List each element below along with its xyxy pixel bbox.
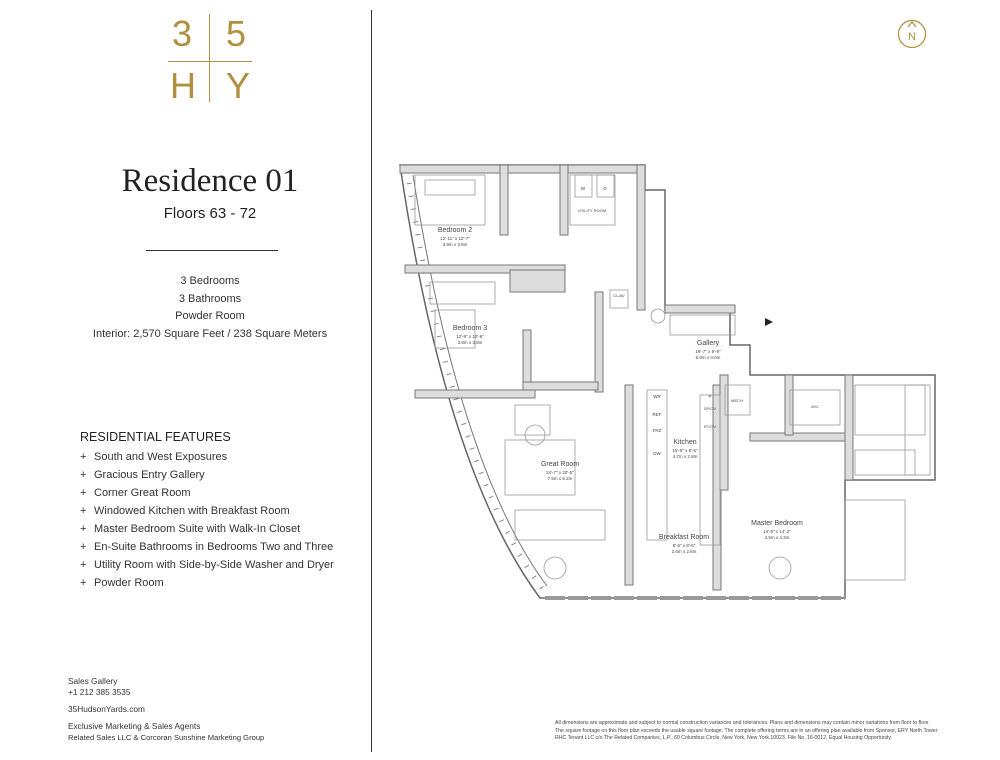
residence-title: Residence 01 bbox=[121, 163, 299, 199]
svg-text:RT/OV: RT/OV bbox=[704, 424, 716, 429]
feature-item: +En-Suite Bathrooms in Bedrooms Two and … bbox=[80, 541, 334, 553]
spec-bathrooms: 3 Bathrooms bbox=[178, 292, 242, 305]
svg-text:DW: DW bbox=[653, 451, 661, 456]
room-label-breakfast-room: Breakfast Room bbox=[659, 534, 709, 541]
legal-disclaimer: All dimensions are approximate and subje… bbox=[555, 720, 938, 741]
svg-text:WR: WR bbox=[653, 394, 661, 399]
svg-text:2.6m x 2.6m: 2.6m x 2.6m bbox=[672, 549, 697, 554]
title-rule bbox=[146, 250, 278, 251]
svg-text:8'-6" x 8'-6": 8'-6" x 8'-6" bbox=[673, 543, 696, 548]
svg-text:6.0m x 3.0m: 6.0m x 3.0m bbox=[696, 355, 721, 360]
svg-text:REF: REF bbox=[653, 412, 662, 417]
room-label-bedroom-3: Bedroom 3 bbox=[453, 325, 487, 332]
room-label-gallery: Gallery bbox=[697, 340, 720, 347]
feature-item: +Powder Room bbox=[80, 577, 164, 589]
phone-number[interactable]: +1 212 385 3535 bbox=[68, 687, 131, 697]
feature-item: +Master Bedroom Suite with Walk-In Close… bbox=[80, 523, 301, 535]
svg-text:CL/AV: CL/AV bbox=[613, 293, 625, 298]
svg-text:UTILITY ROOM: UTILITY ROOM bbox=[578, 208, 606, 213]
svg-text:FRZ: FRZ bbox=[653, 428, 662, 433]
svg-text:SP/OV: SP/OV bbox=[704, 406, 717, 411]
svg-text:D: D bbox=[603, 186, 607, 191]
spec-powder-room: Powder Room bbox=[175, 310, 245, 322]
svg-text:4.7m x 2.8m: 4.7m x 2.8m bbox=[673, 454, 698, 459]
spec-interior-area: Interior: 2,570 Square Feet / 238 Square… bbox=[92, 327, 328, 340]
feature-item: +Gracious Entry Gallery bbox=[80, 469, 205, 481]
features-heading: RESIDENTIAL FEATURES bbox=[80, 430, 231, 444]
svg-text:7.5m x 6.2m: 7.5m x 6.2m bbox=[548, 476, 573, 481]
svg-text:14'-8" x 14'-2": 14'-8" x 14'-2" bbox=[763, 529, 791, 534]
room-label-great-room: Great Room bbox=[541, 461, 579, 468]
svg-text:19'-7" x 9'-9": 19'-7" x 9'-9" bbox=[695, 349, 721, 354]
sales-gallery-label: Sales Gallery bbox=[68, 676, 118, 686]
website-link[interactable]: 35HudsonYards.com bbox=[68, 704, 145, 714]
room-label-kitchen: Kitchen bbox=[673, 439, 696, 446]
unit-specs: 3 Bedrooms 3 Bathrooms Powder Room Inter… bbox=[60, 273, 360, 343]
svg-text:12'-8" x 12'-6": 12'-8" x 12'-6" bbox=[456, 334, 484, 339]
floor-plan: Bedroom 2 12'-11" x 12'-7" 3.9m x 3.8m B… bbox=[399, 164, 936, 600]
room-label-bedroom-2: Bedroom 2 bbox=[438, 227, 472, 234]
svg-text:W: W bbox=[581, 186, 586, 191]
feature-item: +South and West Exposures bbox=[80, 451, 228, 463]
spec-bedrooms: 3 Bedrooms bbox=[180, 275, 240, 287]
svg-text:MECH: MECH bbox=[731, 398, 743, 403]
svg-text:3.9m x 3.8m: 3.9m x 3.8m bbox=[443, 242, 468, 247]
north-arrow-icon: N bbox=[897, 19, 927, 49]
agents-label: Exclusive Marketing & Sales Agents bbox=[68, 721, 201, 731]
logo-35hy: 3 5 H Y bbox=[168, 13, 252, 106]
feature-item: +Corner Great Room bbox=[80, 487, 191, 499]
svg-text:24'-7" x 20'-5": 24'-7" x 20'-5" bbox=[546, 470, 574, 475]
agents-names: Related Sales LLC & Corcoran Sunshine Ma… bbox=[68, 733, 265, 742]
vertical-divider bbox=[371, 10, 372, 752]
floors-range: Floors 63 - 72 bbox=[163, 205, 257, 222]
svg-text:N: N bbox=[908, 31, 916, 43]
svg-text:15'-6" x 9'-5": 15'-6" x 9'-5" bbox=[672, 448, 698, 453]
svg-text:P: P bbox=[708, 394, 711, 399]
svg-text:3.8m x 3.8m: 3.8m x 3.8m bbox=[458, 340, 483, 345]
room-label-master-bedroom: Master Bedroom bbox=[751, 520, 803, 527]
feature-item: +Utility Room with Side-by-Side Washer a… bbox=[80, 559, 334, 571]
contact-block: Sales Gallery +1 212 385 3535 35HudsonYa… bbox=[68, 676, 264, 743]
svg-text:12'-11" x 12'-7": 12'-11" x 12'-7" bbox=[440, 236, 470, 241]
feature-item: +Windowed Kitchen with Breakfast Room bbox=[80, 505, 290, 517]
svg-text:4.5m x 4.3m: 4.5m x 4.3m bbox=[765, 535, 790, 540]
features-list: +South and West Exposures +Gracious Entr… bbox=[80, 448, 334, 592]
svg-text:W/C: W/C bbox=[811, 404, 819, 409]
